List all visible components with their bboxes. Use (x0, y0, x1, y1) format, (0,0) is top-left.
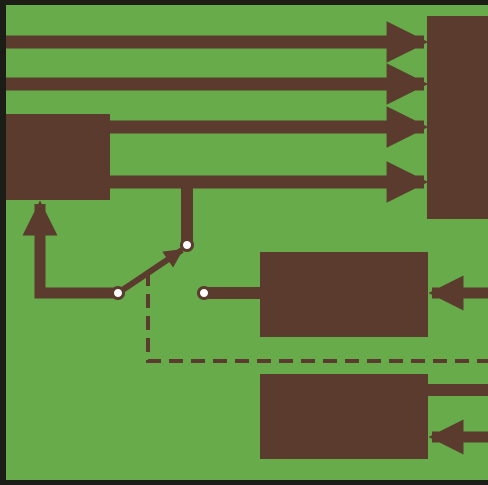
middle-block (260, 252, 428, 337)
bottom-block (260, 374, 428, 459)
right-tall-block (427, 16, 488, 219)
feedback-line (22, 200, 118, 299)
switch-terminal-common (111, 286, 125, 300)
left-block (6, 114, 110, 200)
switch-lever (116, 247, 184, 296)
switch-terminal-lower (197, 286, 211, 300)
switch-terminal-upper (180, 238, 194, 252)
dashed-control-line (146, 272, 488, 363)
